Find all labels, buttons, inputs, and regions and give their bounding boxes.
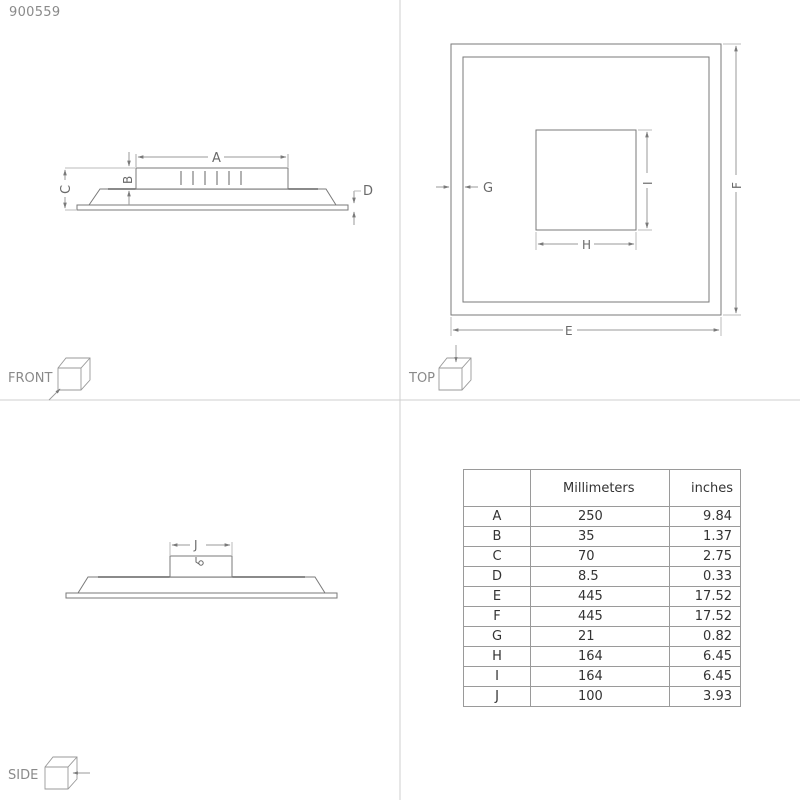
header-millimeters: Millimeters bbox=[530, 469, 670, 507]
in-cell: 6.45 bbox=[669, 666, 741, 687]
front-view bbox=[63, 152, 361, 225]
side-view bbox=[65, 542, 338, 599]
dim-cell: D bbox=[463, 566, 531, 587]
mm-cell: 70 bbox=[530, 546, 670, 567]
dim-label-e: E bbox=[565, 324, 573, 338]
dim-label-a: A bbox=[212, 151, 221, 166]
dim-cell: B bbox=[463, 526, 531, 547]
mm-cell: 35 bbox=[530, 526, 670, 547]
mm-cell: 8.5 bbox=[530, 566, 670, 587]
dim-cell: H bbox=[463, 646, 531, 667]
header-dim bbox=[463, 469, 531, 507]
in-cell: 2.75 bbox=[669, 546, 741, 567]
dim-cell: G bbox=[463, 626, 531, 647]
mm-cell: 445 bbox=[530, 606, 670, 627]
dim-label-h: H bbox=[582, 238, 591, 252]
table-header-row: Millimeters inches bbox=[463, 469, 741, 507]
product-code: 900559 bbox=[9, 5, 61, 20]
in-cell: 0.82 bbox=[669, 626, 741, 647]
dim-cell: E bbox=[463, 586, 531, 607]
header-inches: inches bbox=[669, 469, 741, 507]
in-cell: 6.45 bbox=[669, 646, 741, 667]
dim-cell: F bbox=[463, 606, 531, 627]
dim-label-j: J bbox=[193, 538, 198, 552]
side-cube-icon bbox=[44, 756, 90, 790]
front-view-label: FRONT bbox=[8, 371, 52, 386]
side-view-label: SIDE bbox=[8, 768, 38, 783]
mm-cell: 164 bbox=[530, 646, 670, 667]
dim-label-d: D bbox=[363, 184, 373, 199]
dim-cell: J bbox=[463, 686, 531, 707]
mm-cell: 164 bbox=[530, 666, 670, 687]
top-cube-icon bbox=[438, 345, 472, 391]
top-view-label: TOP bbox=[408, 371, 435, 386]
in-cell: 17.52 bbox=[669, 586, 741, 607]
mm-cell: 250 bbox=[530, 506, 670, 527]
dim-label-g: G bbox=[483, 181, 493, 196]
in-cell: 3.93 bbox=[669, 686, 741, 707]
top-view bbox=[436, 43, 741, 336]
in-cell: 17.52 bbox=[669, 606, 741, 627]
front-cube-icon bbox=[48, 357, 91, 401]
dim-label-c: C bbox=[59, 185, 74, 194]
in-cell: 9.84 bbox=[669, 506, 741, 527]
dim-label-i: I bbox=[641, 181, 655, 185]
dim-cell: C bbox=[463, 546, 531, 567]
dim-label-f: F bbox=[730, 182, 744, 189]
in-cell: 1.37 bbox=[669, 526, 741, 547]
mm-cell: 445 bbox=[530, 586, 670, 607]
in-cell: 0.33 bbox=[669, 566, 741, 587]
dim-label-b: B bbox=[121, 176, 135, 184]
dim-cell: I bbox=[463, 666, 531, 687]
mm-cell: 21 bbox=[530, 626, 670, 647]
dim-cell: A bbox=[463, 506, 531, 527]
mm-cell: 100 bbox=[530, 686, 670, 707]
